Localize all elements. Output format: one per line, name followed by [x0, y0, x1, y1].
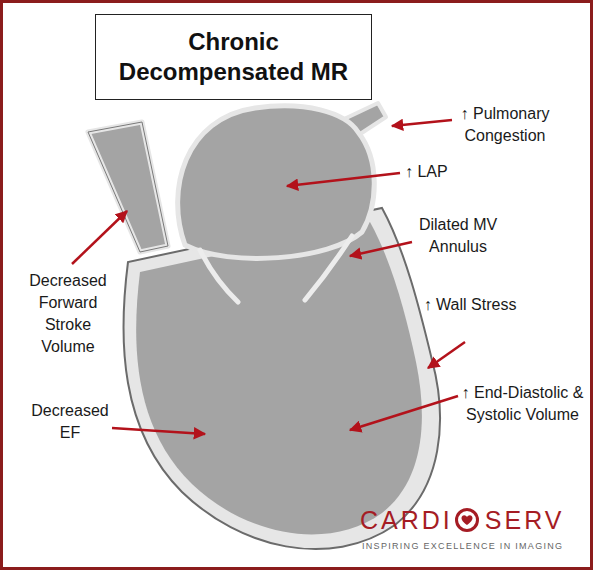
- aorta: [88, 122, 168, 252]
- title-box: Chronic Decompensated MR: [95, 14, 372, 100]
- mitral-leaflet: [200, 250, 238, 302]
- leader-arrow: [428, 342, 465, 368]
- callout-label: ↑ End-Diastolic & Systolic Volume: [455, 382, 590, 426]
- logo-ring: [456, 510, 477, 531]
- leader-arrow: [350, 242, 412, 256]
- ventricle-cavity: [136, 222, 422, 534]
- leader-arrow: [112, 428, 205, 434]
- leader-arrow: [392, 120, 452, 126]
- logo-heart-icon: [454, 507, 480, 533]
- logo-text: CARDI: [360, 505, 453, 535]
- mitral-leaflet: [305, 236, 352, 300]
- callout-label: ↑ Wall Stress: [420, 294, 520, 316]
- logo-tagline: INSPIRING EXCELLENCE IN IMAGING: [362, 540, 563, 552]
- leader-arrow: [287, 173, 400, 186]
- logo-heart: [461, 515, 472, 525]
- callout-label: Dilated MV Annulus: [403, 214, 513, 258]
- leader-arrow: [72, 211, 127, 264]
- callout-label: ↑ LAP: [405, 161, 465, 183]
- callout-label: Decreased Forward Stroke Volume: [22, 270, 114, 358]
- left-atrium: [178, 106, 375, 259]
- diagram-title: Chronic Decompensated MR: [109, 27, 359, 87]
- logo-text: SERV: [485, 505, 565, 535]
- logo: CARDI SERV: [360, 505, 564, 535]
- aorta-outline: [88, 122, 168, 252]
- callout-label: Decreased EF: [25, 400, 115, 444]
- leader-arrow: [350, 396, 458, 430]
- callout-label: ↑ Pulmonary Congestion: [430, 103, 580, 147]
